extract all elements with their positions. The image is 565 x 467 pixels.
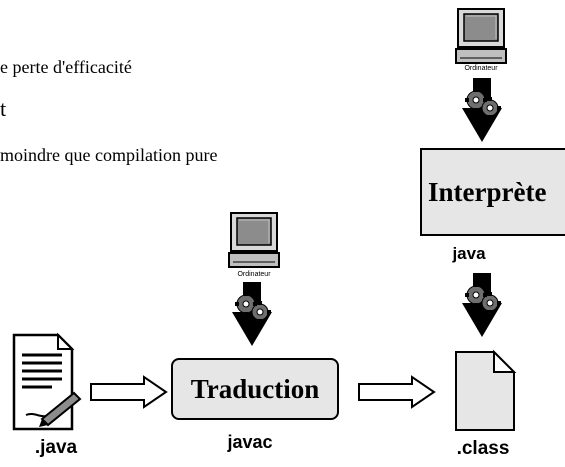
- computer-icon: [455, 8, 507, 64]
- file-icon: [455, 349, 517, 431]
- computer-icon: [228, 212, 280, 268]
- bullet-fragment: t: [0, 96, 7, 121]
- right-arrow-icon: [358, 375, 436, 409]
- runtime-tool-label: java: [452, 244, 486, 263]
- compiler-tool-label: javac: [227, 432, 273, 452]
- interpreter-label: Interprète: [428, 176, 547, 207]
- bytecode-file-label: .class: [456, 438, 510, 459]
- source-file-label: .java: [34, 437, 78, 458]
- bullet-efficiency-loss: e perte d'efficacité: [0, 57, 132, 77]
- computer-caption: Ordinateur: [237, 271, 271, 278]
- gears-icon: [232, 282, 272, 346]
- interpreter-box: Interprète: [420, 148, 565, 236]
- computer-caption: Ordinateur: [464, 65, 498, 72]
- translation-box: Traduction: [171, 358, 339, 420]
- right-arrow-icon: [90, 375, 168, 409]
- bullet-comparison: moindre que compilation pure: [0, 145, 218, 165]
- translation-label: Traduction: [190, 373, 320, 404]
- gears-icon: [462, 273, 502, 337]
- document-icon: [12, 332, 82, 431]
- gears-icon: [462, 78, 502, 142]
